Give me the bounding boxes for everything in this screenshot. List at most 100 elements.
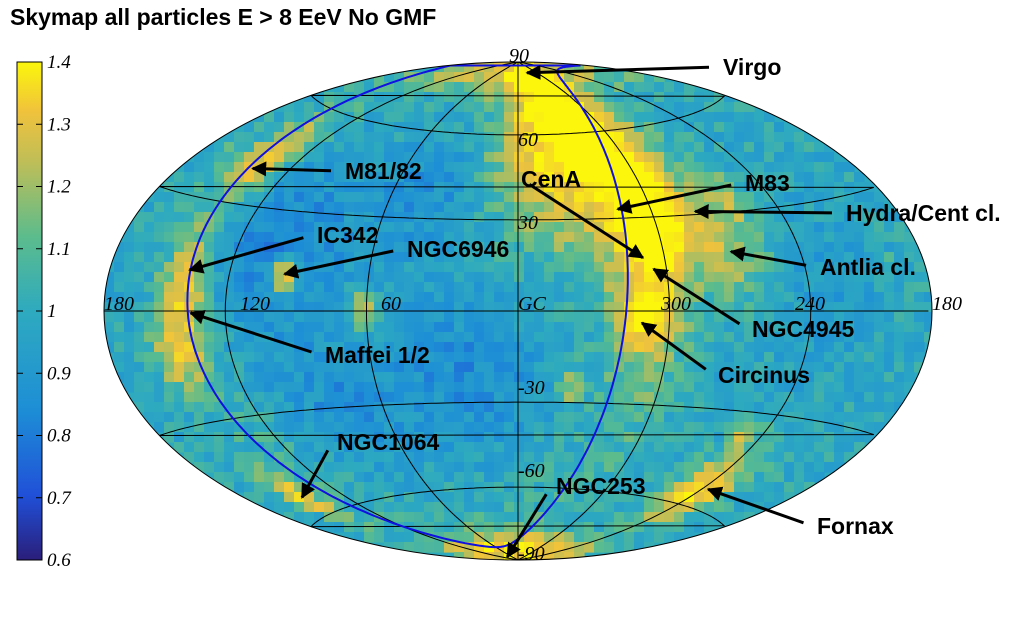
intensity-cell	[474, 332, 485, 343]
intensity-cell	[584, 462, 595, 473]
intensity-cell	[234, 152, 245, 163]
intensity-cell	[414, 332, 425, 343]
intensity-cell	[344, 92, 355, 103]
intensity-cell	[804, 272, 815, 283]
intensity-cell	[814, 202, 825, 213]
intensity-cell	[484, 502, 495, 513]
latitude-labels: 90 60 30 -30 -60 -90	[509, 45, 545, 565]
intensity-cell	[644, 192, 655, 203]
intensity-cell	[734, 502, 745, 513]
intensity-cell	[474, 242, 485, 253]
intensity-cell	[244, 182, 255, 193]
intensity-cell	[424, 442, 435, 453]
intensity-cell	[744, 112, 755, 123]
intensity-cell	[644, 372, 655, 383]
intensity-cell	[714, 162, 725, 173]
intensity-cell	[454, 482, 465, 493]
intensity-cell	[714, 512, 725, 523]
intensity-cell	[784, 382, 795, 393]
intensity-cell	[774, 422, 785, 433]
intensity-cell	[504, 142, 515, 153]
intensity-cell	[694, 362, 705, 373]
intensity-cell	[194, 242, 205, 253]
intensity-cell	[774, 132, 785, 143]
intensity-cell	[724, 422, 735, 433]
intensity-cell	[834, 442, 845, 453]
intensity-cell	[604, 332, 615, 343]
intensity-cell	[684, 242, 695, 253]
intensity-cell	[314, 232, 325, 243]
intensity-cell	[484, 152, 495, 163]
intensity-cell	[314, 442, 325, 453]
intensity-cell	[484, 412, 495, 423]
intensity-cell	[774, 262, 785, 273]
intensity-cell	[314, 282, 325, 293]
source-label: Circinus	[718, 362, 810, 388]
intensity-cell	[544, 392, 555, 403]
intensity-cell	[294, 252, 305, 263]
intensity-cell	[324, 152, 335, 163]
intensity-cell	[654, 442, 665, 453]
intensity-cell	[344, 452, 355, 463]
intensity-cell	[274, 352, 285, 363]
intensity-cell	[734, 472, 745, 483]
intensity-cell	[424, 102, 435, 113]
intensity-cell	[264, 272, 275, 283]
intensity-cell	[654, 482, 665, 493]
intensity-cell	[814, 142, 825, 153]
intensity-cell	[264, 162, 275, 173]
intensity-cell	[334, 162, 345, 173]
intensity-cell	[714, 472, 725, 483]
intensity-cell	[354, 412, 365, 423]
intensity-cell	[464, 162, 475, 173]
intensity-cell	[164, 212, 175, 223]
intensity-cell	[574, 362, 585, 373]
intensity-cell	[814, 312, 825, 323]
intensity-cell	[134, 372, 145, 383]
intensity-cell	[314, 382, 325, 393]
intensity-cell	[784, 312, 795, 323]
intensity-cell	[764, 362, 775, 373]
intensity-cell	[484, 422, 495, 433]
intensity-cell	[274, 132, 285, 143]
intensity-cell	[714, 152, 725, 163]
intensity-cell	[524, 202, 535, 213]
intensity-cell	[274, 252, 285, 263]
intensity-cell	[444, 492, 455, 503]
intensity-cell	[254, 182, 265, 193]
intensity-cell	[144, 292, 155, 303]
intensity-cell	[794, 142, 805, 153]
intensity-cell	[814, 412, 825, 423]
intensity-cell	[644, 72, 655, 83]
intensity-cell	[514, 252, 525, 263]
intensity-cell	[484, 102, 495, 113]
intensity-cell	[534, 372, 545, 383]
intensity-cell	[794, 212, 805, 223]
intensity-cell	[204, 282, 215, 293]
intensity-cell	[714, 362, 725, 373]
intensity-cell	[494, 262, 505, 273]
intensity-cell	[664, 122, 675, 133]
intensity-cell	[264, 232, 275, 243]
intensity-cell	[804, 302, 815, 313]
intensity-cell	[544, 352, 555, 363]
intensity-cell	[474, 322, 485, 333]
intensity-cell	[574, 382, 585, 393]
intensity-cell	[624, 432, 635, 443]
intensity-cell	[704, 402, 715, 413]
intensity-cell	[264, 202, 275, 213]
intensity-cell	[294, 202, 305, 213]
intensity-cell	[654, 152, 665, 163]
intensity-cell	[154, 352, 165, 363]
intensity-cell	[224, 222, 235, 233]
intensity-cell	[234, 442, 245, 453]
intensity-cell	[674, 242, 685, 253]
intensity-cell	[524, 332, 535, 343]
intensity-cell	[464, 252, 475, 263]
intensity-cell	[324, 502, 335, 513]
intensity-cell	[764, 152, 775, 163]
intensity-cell	[354, 302, 365, 313]
intensity-cell	[744, 202, 755, 213]
intensity-cell	[484, 392, 495, 403]
source-annotation	[528, 183, 645, 259]
